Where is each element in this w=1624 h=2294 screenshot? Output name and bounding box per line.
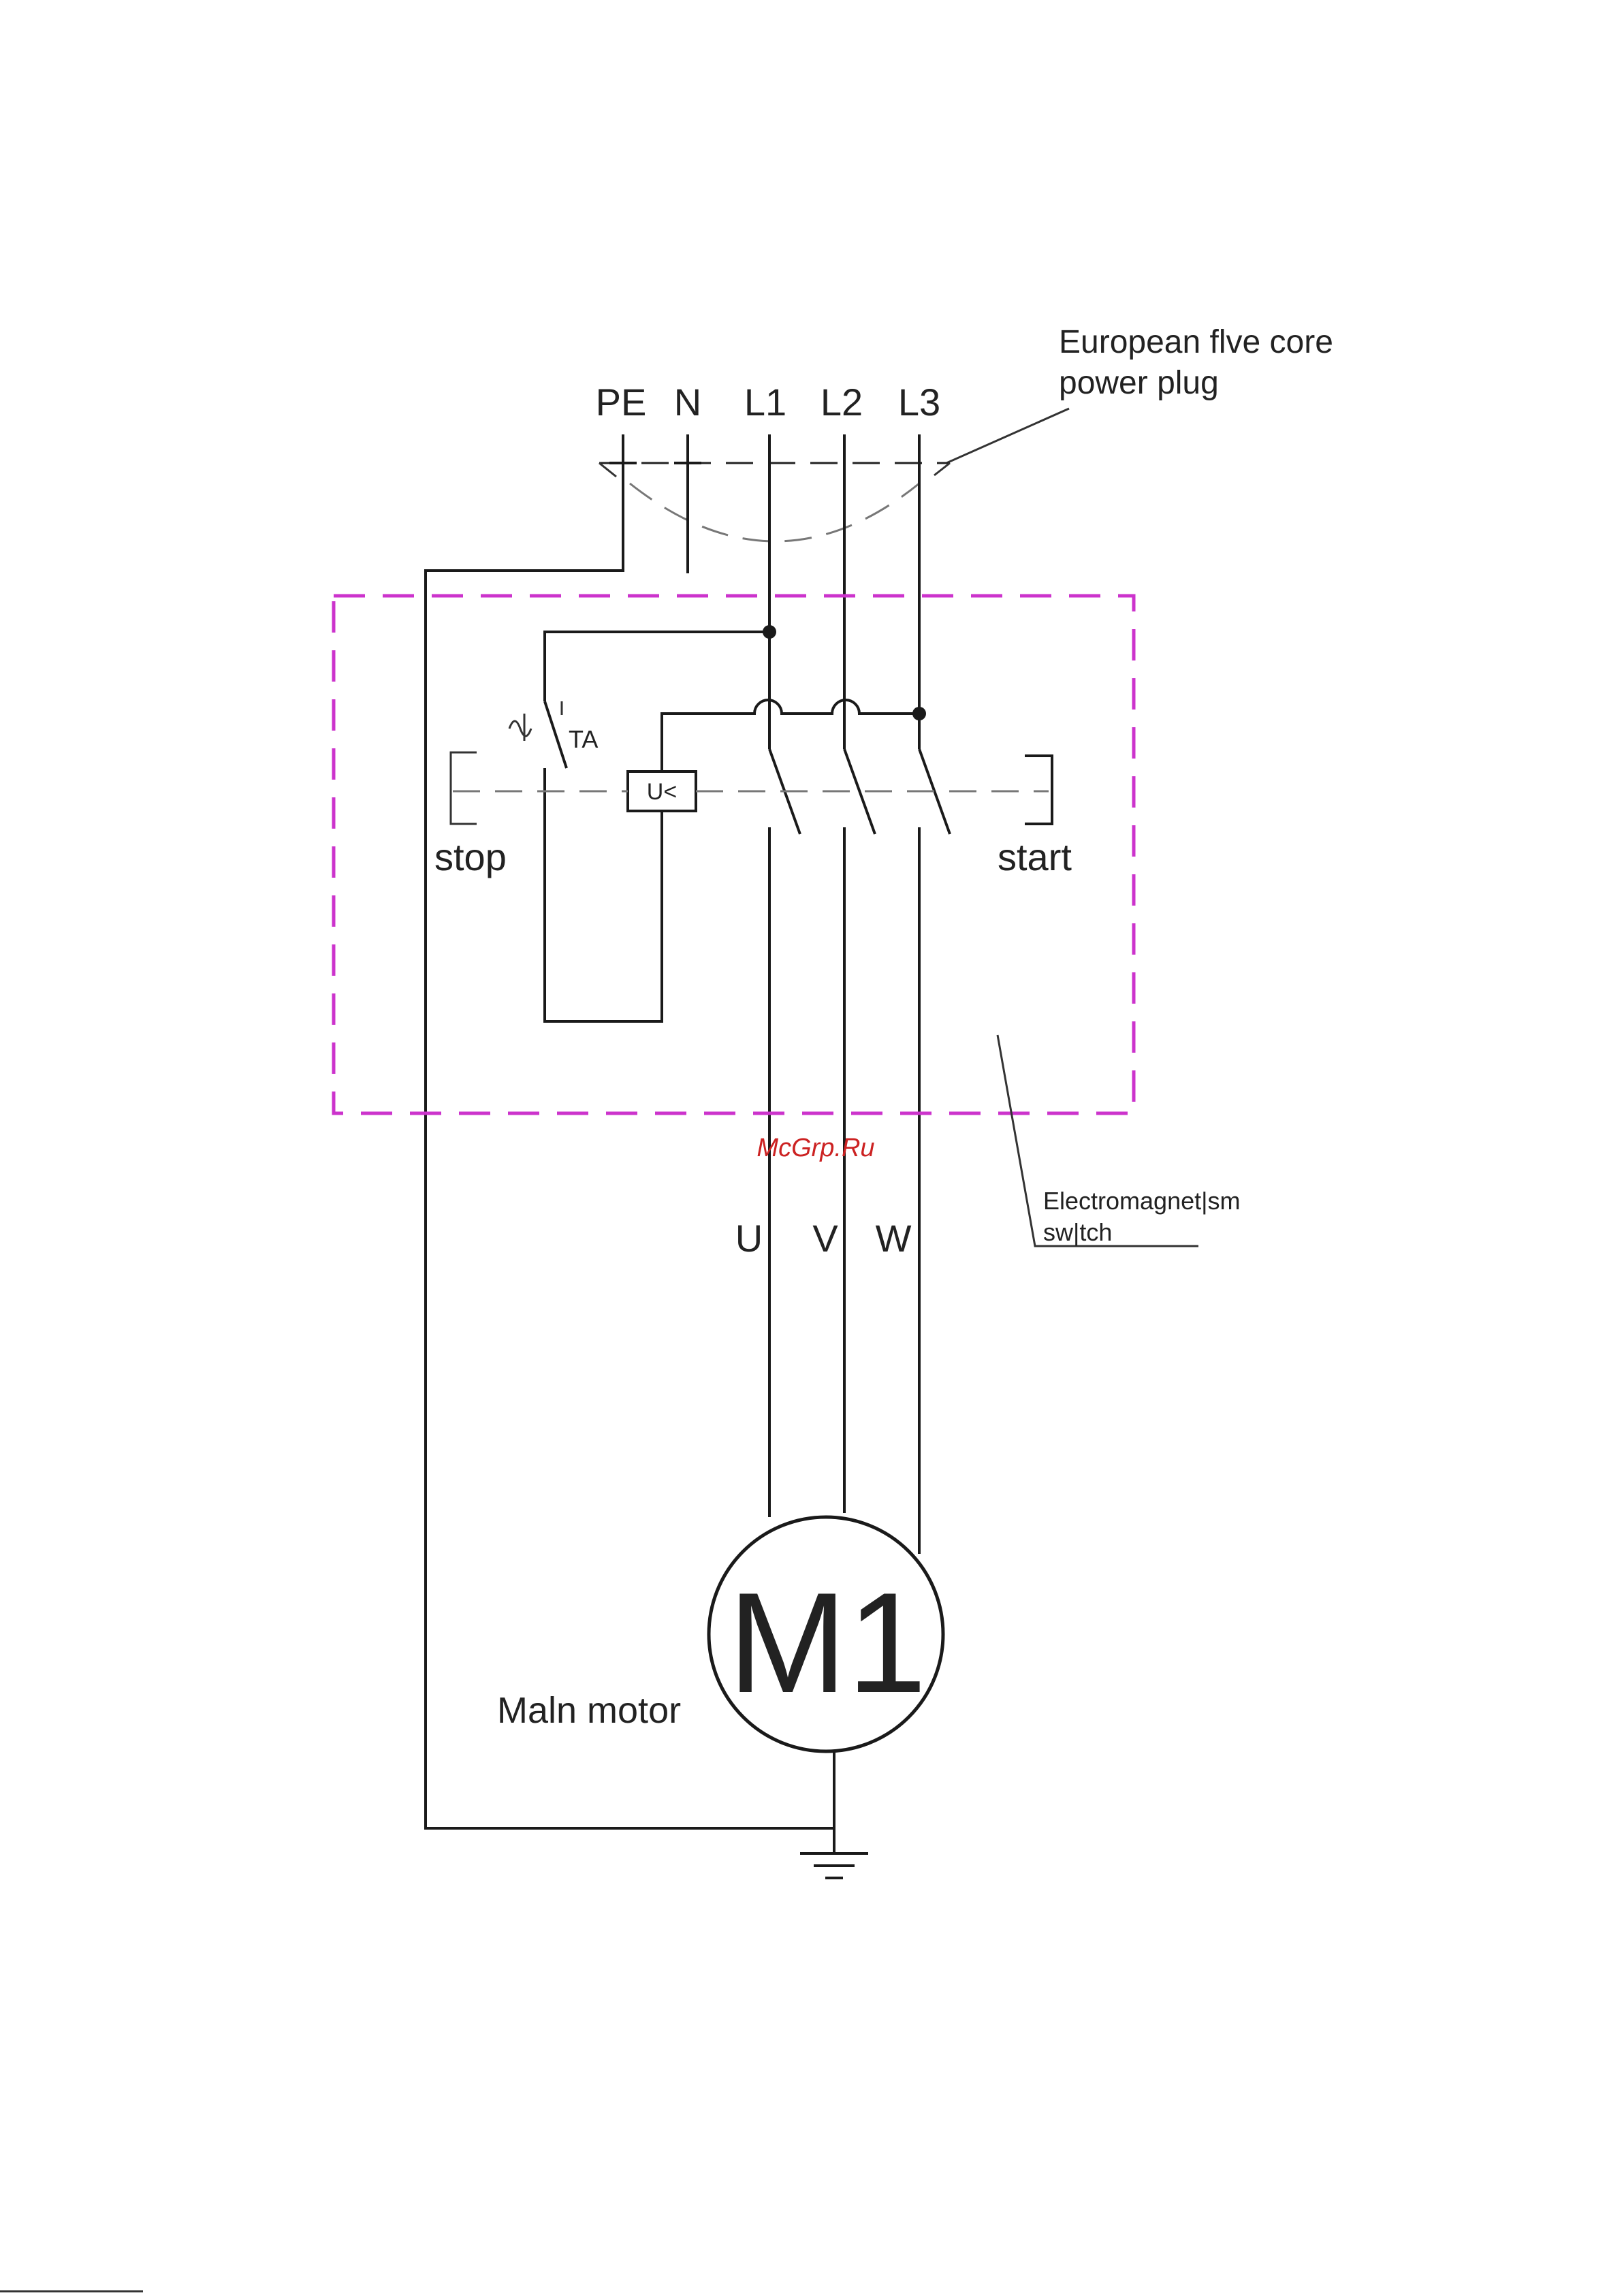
control-wire-from-l1 [545,632,769,701]
coil-supply-wire [662,700,919,791]
thermal-element-icon [509,714,531,741]
switch-callout-line2: sw|tch [1043,1218,1112,1246]
plug-body-left [599,463,616,477]
output-label-u: U [735,1217,763,1260]
plug-callout-leader [946,409,1069,463]
switch-callout-line1: Electromagnet|sm [1043,1187,1240,1215]
ground-icon [800,1853,868,1878]
terminal-label-l1: L1 [744,381,786,424]
stop-label: stop [434,835,507,878]
undervoltage-coil-label: U< [647,779,677,805]
stop-button [451,752,477,824]
terminal-label-l3: L3 [898,381,940,424]
terminal-label-pe: PE [596,381,647,424]
output-label-v: V [812,1217,838,1260]
motor-label: Maln motor [497,1690,681,1731]
terminal-label-l2: L2 [821,381,863,424]
junction-l3 [912,707,926,720]
watermark: McGrp.Ru [757,1134,874,1162]
plug-body-right [934,463,950,475]
start-button [1025,756,1052,824]
thermal-relay-label: TA [569,725,598,753]
terminal-label-n: N [674,381,701,424]
thermal-contact [545,701,567,768]
output-label-w: W [876,1217,912,1260]
plug-callout-line1: European flve core [1059,324,1333,360]
plug-callout-line2: power plug [1059,365,1219,401]
plug-body-arc [630,483,919,541]
motor-symbol: M1 [728,1563,927,1723]
start-label: start [998,835,1072,878]
